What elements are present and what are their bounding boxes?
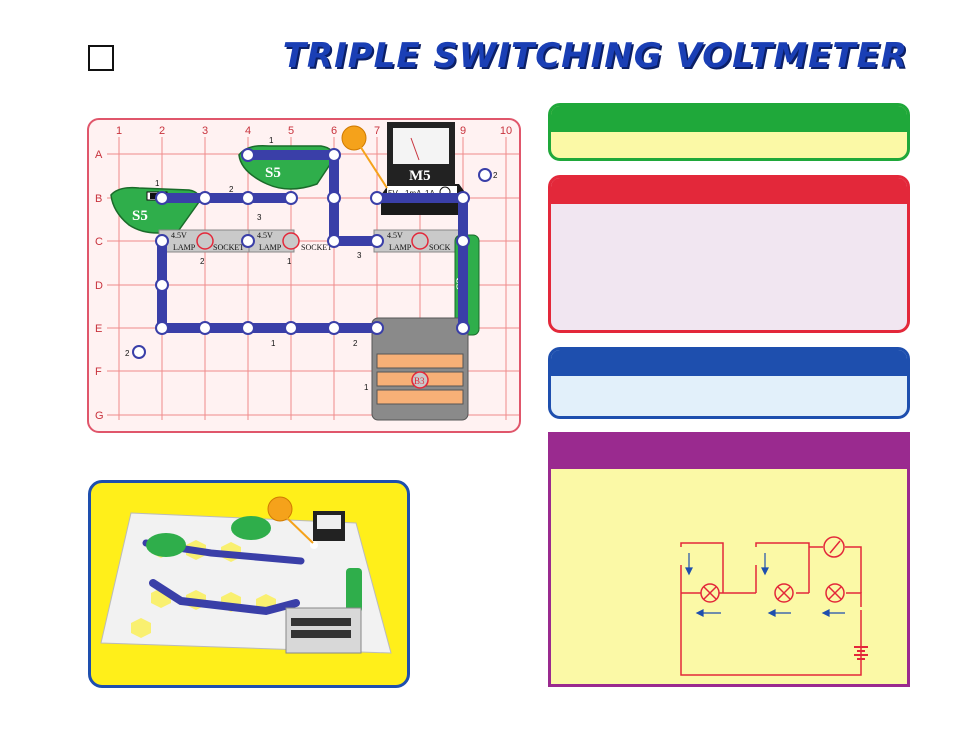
col-label: 5	[288, 125, 294, 137]
panel-red	[548, 175, 910, 333]
panel-blue-bar	[551, 350, 907, 376]
m5-label: M5	[409, 168, 431, 184]
lamp3-voltage: 4.5V	[387, 231, 403, 240]
col-label: 4	[245, 125, 251, 137]
row-label: E	[95, 323, 102, 335]
b3-label: B3	[414, 376, 425, 386]
row-label: B	[95, 193, 102, 205]
assembled-circuit-photo	[88, 480, 410, 688]
panel-red-bar	[551, 178, 907, 204]
circuit-layout-svg: 1 2 3 4 5 6 7 8 9 10 A B C D E F G S5 S	[95, 122, 519, 422]
level-number: 3	[357, 251, 362, 260]
panel-green	[548, 103, 910, 161]
col-label: 2	[159, 125, 165, 137]
level-number: 2	[353, 339, 358, 348]
lamp2-voltage: 4.5V	[257, 231, 273, 240]
meter-m5: M5 5V 1mA 1A	[381, 122, 467, 215]
level-number: 3	[257, 213, 262, 222]
level-number: 2	[200, 257, 205, 266]
level-number: 1	[364, 383, 369, 392]
panel-purple-bar	[551, 435, 907, 469]
photo-orange-marker	[267, 496, 293, 522]
row-label: F	[95, 366, 102, 378]
lamp-symbols	[700, 536, 845, 603]
photo-illustration	[100, 496, 392, 654]
row-label: C	[95, 236, 103, 248]
row-labels: A B C D E F G	[95, 149, 104, 422]
level-number: 1	[269, 136, 274, 145]
project-checkbox[interactable]	[88, 45, 114, 71]
lamp1-socket: SOCKET	[213, 243, 244, 252]
panel-green-bar	[551, 106, 907, 132]
level-number: 1	[271, 339, 276, 348]
s5-top-label: S5	[265, 165, 281, 181]
row-label: D	[95, 280, 103, 292]
lamp-sockets: 4.5V 4.5V 4.5V LAMP SOCKET LAMP SOCKET L…	[158, 229, 467, 253]
level-number: 1	[155, 179, 160, 188]
snap-nodes	[132, 148, 492, 359]
circuit-layout-diagram: 1 2 3 4 5 6 7 8 9 10 A B C D E F G S5 S	[87, 118, 521, 433]
panel-purple	[548, 432, 910, 687]
panel-blue	[548, 347, 910, 419]
level-number: 2	[125, 349, 130, 358]
row-label: A	[95, 149, 103, 161]
row-label: G	[95, 410, 104, 422]
lamp3-word: LAMP	[389, 243, 412, 252]
lamp2-word: LAMP	[259, 243, 282, 252]
level-numbers: 1 1 2 3 2 1 3 1 2 1 2 2	[125, 136, 498, 392]
lamp2-socket: SOCKET	[301, 243, 332, 252]
level-number: 1	[287, 257, 292, 266]
col-label: 3	[202, 125, 208, 137]
level-number: 2	[493, 171, 498, 180]
orange-marker	[341, 125, 367, 151]
page-title: TRIPLE SWITCHING VOLTMETER	[282, 36, 908, 76]
col-label: 7	[374, 125, 380, 137]
battery-holder-b3: B3	[371, 317, 469, 421]
level-number: 2	[229, 185, 234, 194]
col-label: 1	[116, 125, 122, 137]
lamp1-word: LAMP	[173, 243, 196, 252]
schematic-diagram	[680, 536, 868, 676]
col-label: 9	[460, 125, 466, 137]
s5-left-label: S5	[132, 208, 148, 224]
lamp1-voltage: 4.5V	[171, 231, 187, 240]
col-label: 10	[500, 125, 512, 137]
col-label: 6	[331, 125, 337, 137]
lamp3-socket: SOCK	[429, 243, 451, 252]
